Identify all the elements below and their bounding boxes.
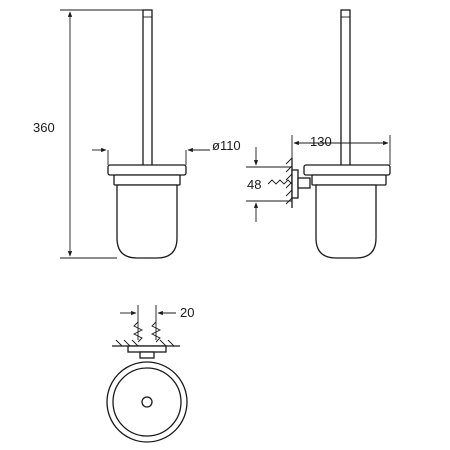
arm (297, 177, 311, 189)
side-view: 130 48 (246, 9, 391, 259)
diameter-label: ø110 (212, 138, 241, 153)
projection-label: 130 (310, 134, 332, 149)
screw-left (132, 321, 144, 343)
top-wall-plate (127, 345, 167, 353)
top-arm (139, 351, 155, 359)
inner-ring (112, 367, 182, 437)
outer-ring (106, 361, 188, 443)
top-wall-hatch (112, 339, 180, 347)
side-glass-bowl (315, 184, 377, 259)
glass-bowl (116, 184, 178, 259)
mount-height-label: 48 (247, 177, 261, 192)
screw (267, 179, 293, 185)
screw-right (150, 321, 162, 343)
side-brush-handle (340, 9, 351, 171)
height-label: 360 (33, 120, 55, 135)
screw-spacing-label: 20 (180, 305, 194, 320)
wall-plate (291, 169, 299, 199)
front-view: 360 ø110 (33, 9, 241, 259)
handle-hole (141, 396, 153, 408)
holder-rim (107, 164, 187, 176)
top-view: 20 (106, 305, 194, 443)
brush-handle (142, 9, 153, 171)
